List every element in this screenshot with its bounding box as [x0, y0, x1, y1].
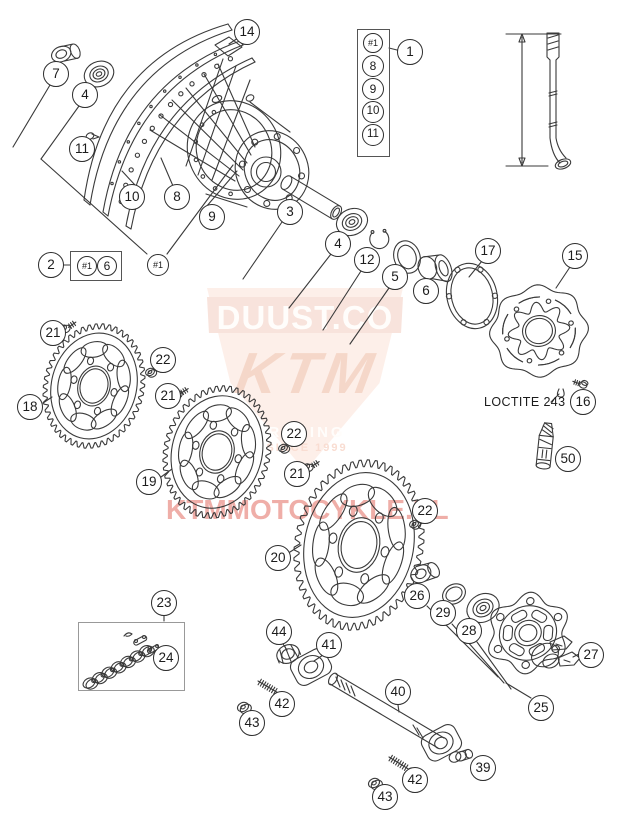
callout-6: 6: [413, 278, 439, 304]
callout-8: 8: [362, 55, 384, 77]
callout-24: 24: [153, 645, 179, 671]
callout-5: 5: [382, 264, 408, 290]
callout-44: 44: [266, 619, 292, 645]
callout-17: 17: [475, 238, 501, 264]
callout-8: 8: [164, 184, 190, 210]
callout-21: 21: [155, 383, 181, 409]
callout-50: 50: [555, 446, 581, 472]
callout-1: 1: [397, 39, 423, 65]
callout-22: 22: [150, 347, 176, 373]
callout-25: 25: [528, 695, 554, 721]
callout-26: 26: [404, 583, 430, 609]
callout-4: 4: [325, 231, 351, 257]
callout-2: 2: [38, 252, 64, 278]
callout-14: 14: [234, 19, 260, 45]
callout-21: 21: [40, 320, 66, 346]
callout-43: 43: [372, 784, 398, 810]
callout-10: 10: [119, 184, 145, 210]
callout-11: 11: [69, 136, 95, 162]
chain-kit-box: [78, 622, 185, 691]
callout-40: 40: [385, 679, 411, 705]
callout-1: #1: [77, 256, 97, 276]
callout-42: 42: [269, 691, 295, 717]
callout-7: 7: [43, 61, 69, 87]
callout-16: 16: [570, 389, 596, 415]
callout-4: 4: [72, 82, 98, 108]
ref-box-main: [357, 29, 390, 157]
callout-22: 22: [412, 498, 438, 524]
ref-box-secondary: [70, 251, 122, 281]
callout-41: 41: [316, 632, 342, 658]
callout-23: 23: [151, 590, 177, 616]
callout-27: 27: [578, 642, 604, 668]
callout-15: 15: [562, 243, 588, 269]
callout-20: 20: [265, 545, 291, 571]
callout-12: 12: [354, 247, 380, 273]
callout-1: #1: [147, 254, 169, 276]
callout-22: 22: [281, 421, 307, 447]
callout-42: 42: [402, 767, 428, 793]
callout-19: 19: [136, 469, 162, 495]
callout-10: 10: [362, 101, 384, 123]
callout-9: 9: [199, 204, 225, 230]
callout-29: 29: [430, 600, 456, 626]
loctite-note: LOCTITE 243: [484, 395, 566, 409]
callout-3: 3: [277, 199, 303, 225]
callout-1: #1: [363, 33, 383, 53]
callout-43: 43: [239, 710, 265, 736]
callout-28: 28: [456, 618, 482, 644]
callout-21: 21: [284, 461, 310, 487]
callout-11: 11: [362, 124, 384, 146]
callout-18: 18: [17, 394, 43, 420]
callout-9: 9: [362, 78, 384, 100]
callout-6: 6: [97, 256, 117, 276]
callout-39: 39: [470, 755, 496, 781]
